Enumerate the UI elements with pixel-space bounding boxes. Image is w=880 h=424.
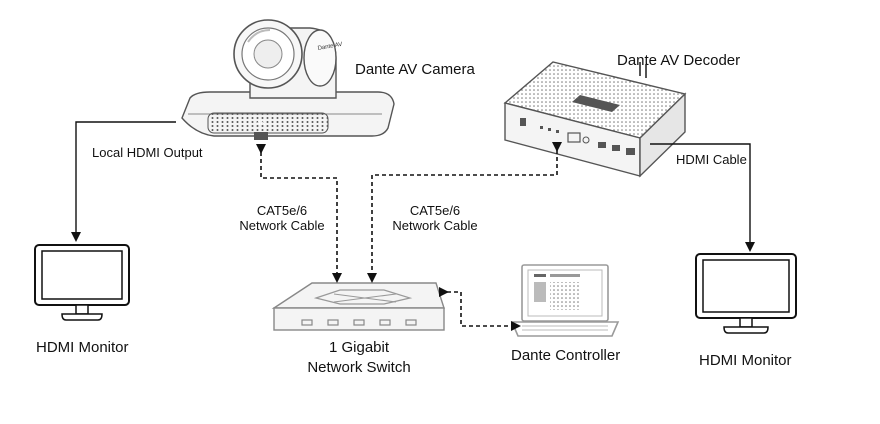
- cable-right-line1: CAT5e/6: [409, 203, 461, 218]
- monitor-right: [695, 253, 797, 334]
- camera-brand-mark: Dante AV: [317, 42, 343, 52]
- cable-left-line2: Network Cable: [239, 218, 325, 233]
- monitor-right-label: HDMI Monitor: [699, 352, 792, 369]
- local-hdmi-output-label: Local HDMI Output: [92, 145, 203, 160]
- switch-label-line1: 1 Gigabit: [328, 339, 390, 356]
- cable-left-label: CAT5e/6 Network Cable: [232, 203, 332, 233]
- camera-label: Dante AV Camera: [355, 61, 475, 78]
- monitor-left: [34, 244, 130, 321]
- cable-left-line1: CAT5e/6: [256, 203, 308, 218]
- local-hdmi-connector: [71, 121, 176, 242]
- decoder-network-cable: [367, 142, 562, 283]
- cable-right-label: CAT5e/6 Network Cable: [385, 203, 485, 233]
- decoder-device: [503, 61, 687, 178]
- camera-network-cable: [256, 144, 342, 283]
- switch-label-line2: Network Switch: [307, 359, 411, 376]
- network-switch: [271, 282, 445, 331]
- decoder-label: Dante AV Decoder: [617, 52, 741, 69]
- camera-device: 4K Dante AV: [181, 19, 395, 140]
- switch-label: 1 Gigabit Network Switch: [289, 338, 429, 378]
- camera-badge: 4K: [257, 120, 266, 127]
- cable-right-line2: Network Cable: [392, 218, 478, 233]
- laptop-device: [510, 264, 620, 337]
- controller-label: Dante Controller: [511, 347, 621, 364]
- monitor-left-label: HDMI Monitor: [36, 339, 129, 356]
- hdmi-cable-connector: [650, 143, 755, 252]
- hdmi-cable-label: HDMI Cable: [676, 152, 747, 167]
- controller-network-cable: [439, 287, 521, 331]
